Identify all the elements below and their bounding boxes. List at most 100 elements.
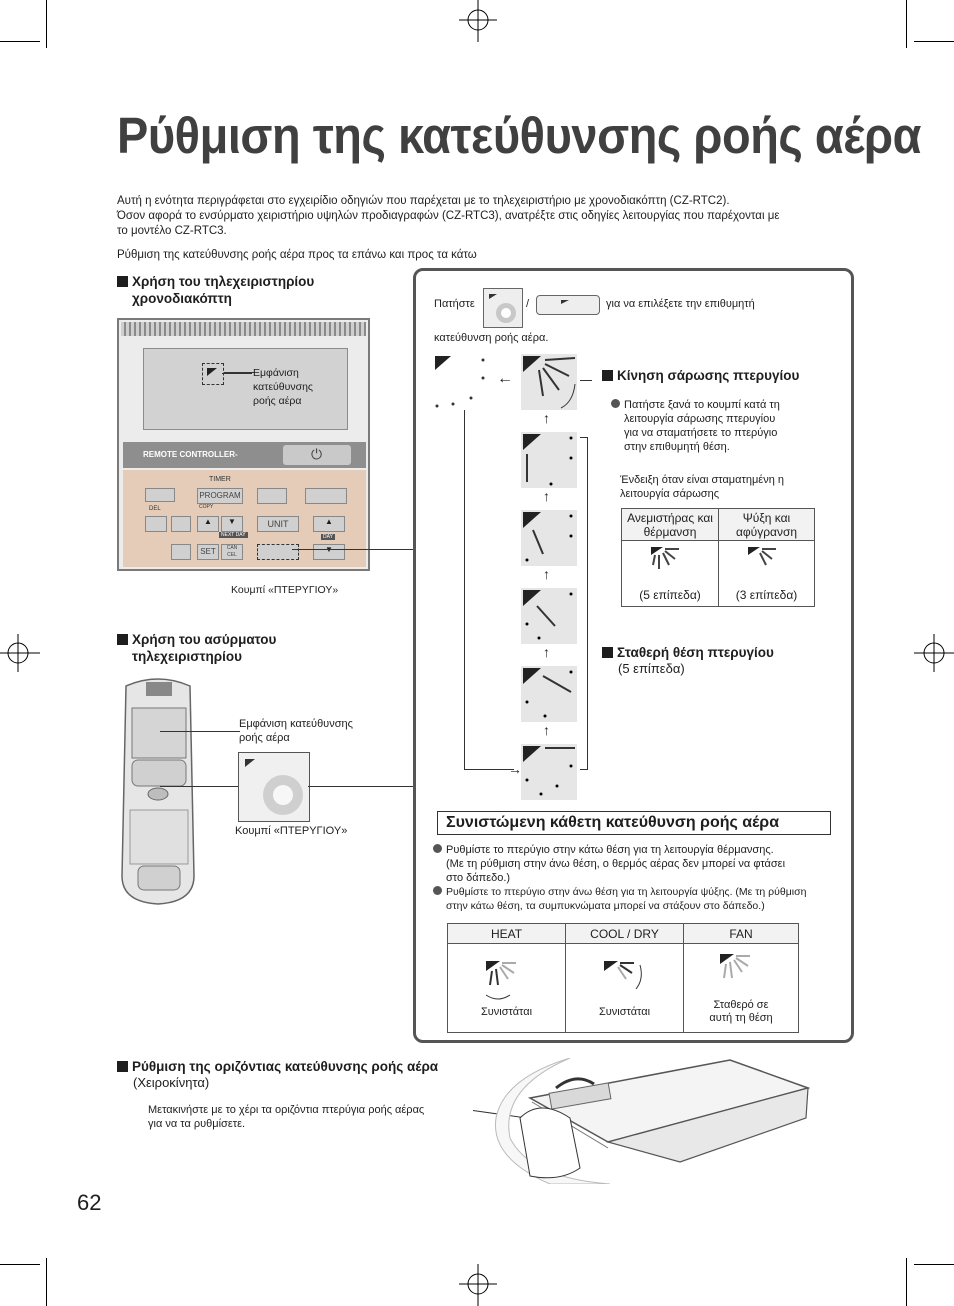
flap-button-icon-round [483, 288, 523, 328]
crop-mark [46, 1258, 47, 1306]
registration-mark [0, 634, 40, 672]
flap-fan-icon [720, 953, 750, 978]
arrow-up-icon: ↑ [543, 644, 550, 660]
mode-cool-dry: COOL / DRY [565, 923, 684, 944]
stop-indication-table: Ανεμιστήρας και θέρμανση Ψύξη και αφύγρα… [621, 508, 815, 607]
mode-button[interactable] [305, 488, 347, 504]
select-text: για να επιλέξετε την επιθυμητή [606, 298, 755, 310]
timer-button[interactable] [145, 488, 175, 502]
flap-heat-icon [485, 960, 516, 999]
flap-3-levels-icon [747, 547, 776, 566]
clock-button[interactable] [145, 516, 167, 532]
table-header-cool-dry: Ψύξη και αφύγρανση [718, 508, 815, 541]
recommended-title: Συνιστώμενη κάθετη κατεύθυνση ροής αέρα [437, 811, 831, 835]
brand-bar: REMOTE CONTROLLER- ⏻ [123, 442, 366, 468]
program-button[interactable]: PROGRAM [197, 488, 243, 504]
mode-heat: HEAT [447, 923, 566, 944]
fan-speed-button[interactable] [257, 488, 287, 504]
flap-button-icon-rect [536, 295, 600, 315]
fan-cell: Σταθερό σε αυτή τη θέση [683, 943, 799, 1033]
arrow-up-icon: ↑ [543, 488, 550, 504]
arrow-left-icon: ← [497, 370, 513, 387]
horizontal-note: Μετακινήστε με το χέρι τα οριζόντια πτερ… [148, 1104, 425, 1130]
table-cell-5-levels: (5 επίπεδα) [621, 540, 719, 607]
press-text: Πατήστε [434, 298, 475, 310]
heat-cell: Συνιστάται [447, 943, 566, 1033]
wireless-remote-heading: Χρήση του ασύρματου τηλεχειριστηρίου [117, 631, 276, 665]
temp-down-button[interactable]: ▼ [313, 544, 345, 560]
timer-remote-image: REMOTE CONTROLLER- ⏻ TIMER PROGRAM DEL C… [117, 318, 370, 571]
select-text-2: κατεύθυνση ροής αέρα. [434, 332, 549, 344]
mode-fan: FAN [683, 923, 799, 944]
crop-mark [0, 41, 40, 42]
wireless-flap-button-label: Κουμπί «ΠΤΕΡΥΓΙΟΥ» [235, 825, 348, 837]
arrow-up-icon: ↑ [543, 722, 550, 738]
wireless-remote-image [121, 678, 195, 905]
swing-heading: Κίνηση σάρωσης πτερυγίου [602, 367, 799, 384]
flap-position-tile [521, 744, 577, 800]
flap-5-levels-icon [651, 547, 679, 569]
swing-tile [521, 354, 577, 410]
wireless-display-label: Εμφάνιση κατεύθυνσης ροής αέρα [239, 718, 353, 744]
timer-flap-button-label: Κουμπί «ΠΤΕΡΥΓΙΟΥ» [231, 584, 339, 596]
table-header-fan-heat: Ανεμιστήρας και θέρμανση [621, 508, 719, 541]
airflow-display-icon [202, 363, 224, 385]
down-button[interactable]: ▼ [221, 516, 243, 532]
intro-line: Αυτή η ενότητα περιγράφεται στο εγχειρίδ… [117, 195, 730, 207]
horizontal-sub: (Χειροκίνητα) [133, 1075, 210, 1090]
unit-button[interactable]: UNIT [257, 516, 299, 532]
fixed-sub: (5 επίπεδα) [618, 661, 685, 676]
horizontal-heading: Ρύθμιση της οριζόντιας κατεύθυνσης ροής … [117, 1058, 438, 1075]
arrow-up-icon: ↑ [543, 410, 550, 426]
table-cell-3-levels: (3 επίπεδα) [718, 540, 815, 607]
flap-position-tile [521, 432, 577, 488]
up-button[interactable]: ▲ [197, 516, 219, 532]
flap-cool-icon [603, 960, 642, 989]
crop-mark [914, 41, 954, 42]
power-button[interactable]: ⏻ [283, 445, 351, 465]
crop-mark [46, 0, 47, 48]
arrow-up-icon: ↑ [543, 566, 550, 582]
ceiling-unit-image [494, 1058, 810, 1184]
registration-mark [459, 0, 497, 42]
vent-grille [121, 322, 366, 336]
crop-mark [906, 0, 907, 48]
crop-mark [0, 1264, 40, 1265]
del-label: DEL [149, 506, 161, 512]
flap-position-tile [521, 588, 577, 644]
cool-cell: Συνιστάται [565, 943, 684, 1033]
page-title: Ρύθμιση της κατεύθυνσης ροής αέρα [117, 107, 921, 164]
flap-position-tile [521, 666, 577, 722]
arrow-right-icon: → [508, 761, 522, 777]
set-button[interactable]: SET [197, 544, 219, 560]
crop-mark [914, 1264, 954, 1265]
flap-position-tile [521, 510, 577, 566]
copy-label: COPY [199, 504, 214, 510]
slash: / [526, 298, 530, 310]
temp-up-button[interactable]: ▲ [313, 516, 345, 532]
lcd-screen [143, 348, 348, 430]
swing-note: Πατήστε ξανά το κουμπί κατά τη λειτουργί… [611, 398, 780, 454]
timer-remote-heading: Χρήση του τηλεχειριστηρίου χρονοδιακόπτη [117, 273, 314, 307]
button-panel: TIMER PROGRAM DEL COPY ▲ ▼ UNIT ▲ NEXT D… [123, 470, 366, 567]
stop-note: Ένδειξη όταν είναι σταματημένη η λειτουρ… [620, 474, 785, 500]
timer-display-label: Εμφάνιση κατεύθυνσης ροής αέρα [253, 367, 313, 407]
rec-note-1: Ρυθμίστε το πτερύγιο στην κάτω θέση για … [433, 843, 785, 885]
registration-mark [459, 1264, 497, 1306]
flap-position-tile [433, 354, 489, 410]
day-label: DAY [321, 534, 335, 540]
timer-label: TIMER [209, 476, 231, 483]
intro-line: Όσον αφορά το ενσύρματο χειριστήριο υψηλ… [117, 210, 780, 222]
flap-button[interactable] [257, 544, 299, 560]
power-icon: ⏻ [311, 446, 323, 462]
cancel-button[interactable]: CAN CEL [221, 544, 243, 560]
page-number: 62 [77, 1190, 102, 1215]
intro-line: το μοντέλο CZ-RTC3. [117, 225, 227, 237]
intro-line: Ρύθμιση της κατεύθυνσης ροής αέρα προς τ… [117, 249, 477, 261]
crop-mark [906, 1258, 907, 1306]
rec-note-2: Ρυθμίστε το πτερύγιο στην άνω θέση για τ… [433, 885, 806, 913]
next-day-label: NEXT DAY [219, 532, 248, 538]
fixed-heading: Σταθερή θέση πτερυγίου [602, 644, 774, 661]
maintenance-button[interactable] [171, 516, 191, 532]
grid-button[interactable] [171, 544, 191, 560]
